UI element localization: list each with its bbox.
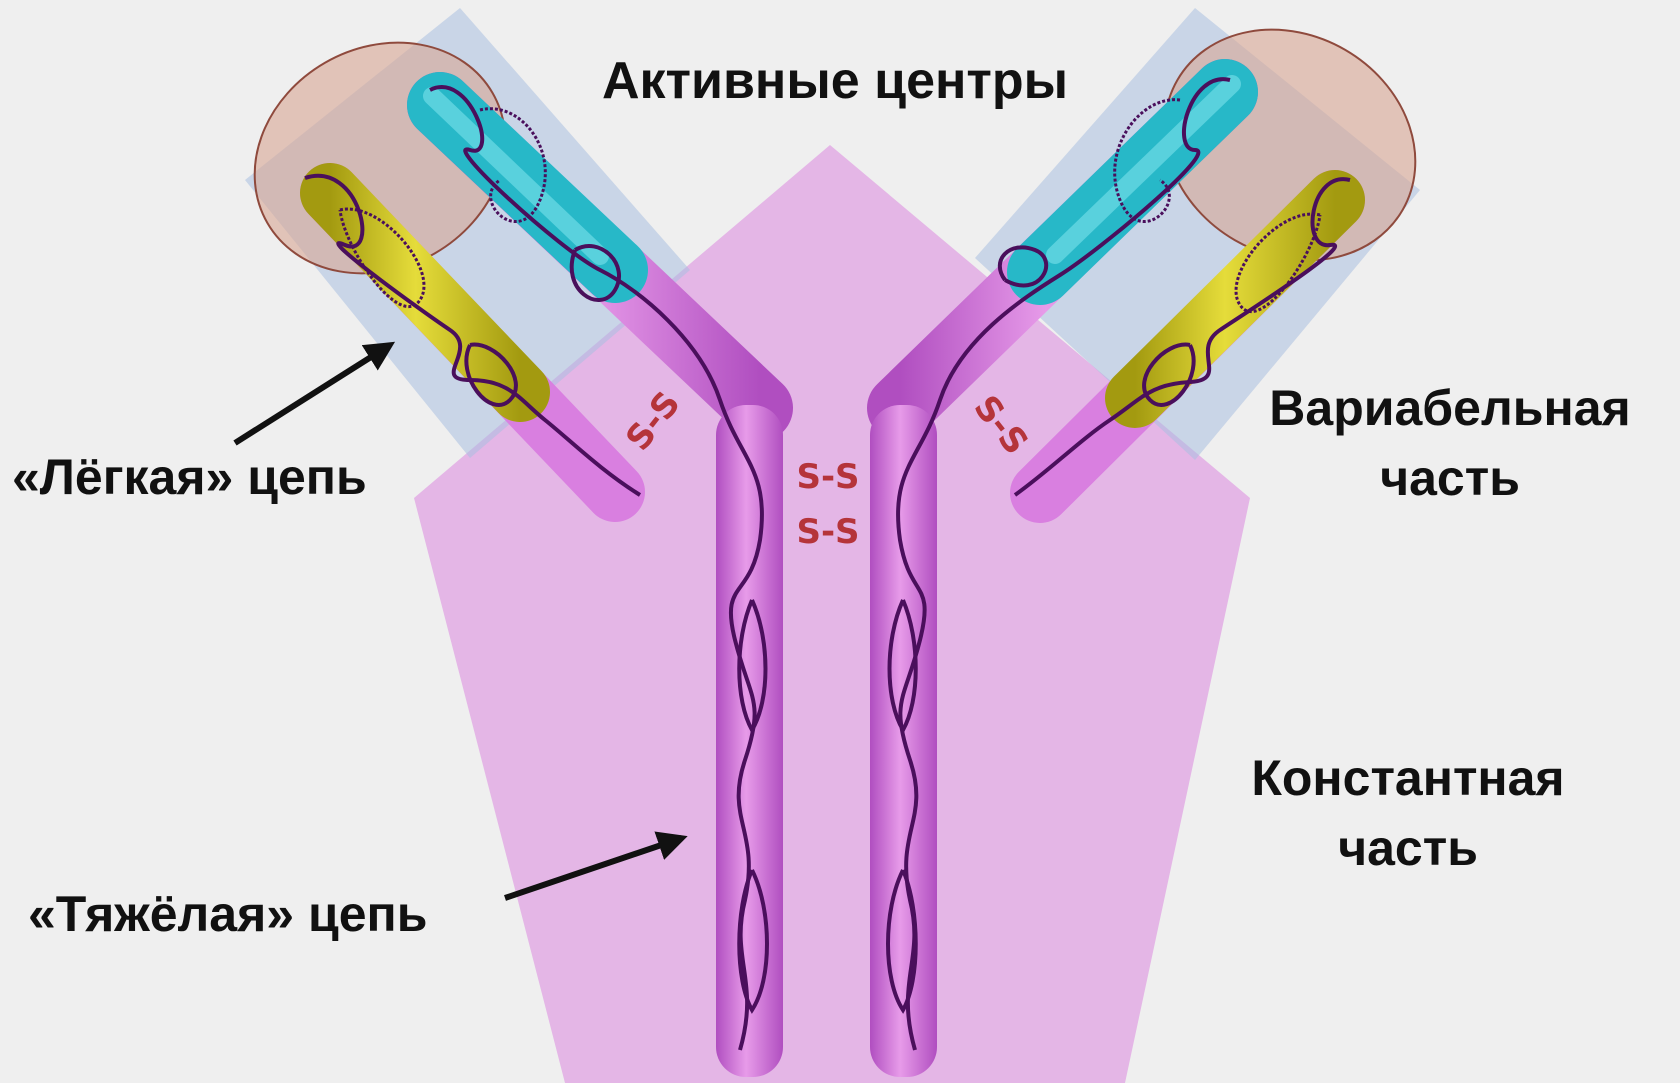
- disulfide-bond-hinge-bottom: S-S: [796, 512, 859, 552]
- label-variable-part-line2: часть: [1380, 450, 1520, 506]
- label-constant-part-line1: Константная: [1251, 750, 1564, 806]
- label-variable-part-line1: Вариабельная: [1269, 380, 1630, 436]
- label-light-chain: «Лёгкая» цепь: [12, 449, 367, 505]
- disulfide-bond-hinge-top: S-S: [796, 457, 859, 497]
- label-constant-part-line2: часть: [1338, 820, 1478, 876]
- label-active-centers: Активные центры: [602, 52, 1068, 110]
- label-heavy-chain: «Тяжёлая» цепь: [28, 886, 427, 942]
